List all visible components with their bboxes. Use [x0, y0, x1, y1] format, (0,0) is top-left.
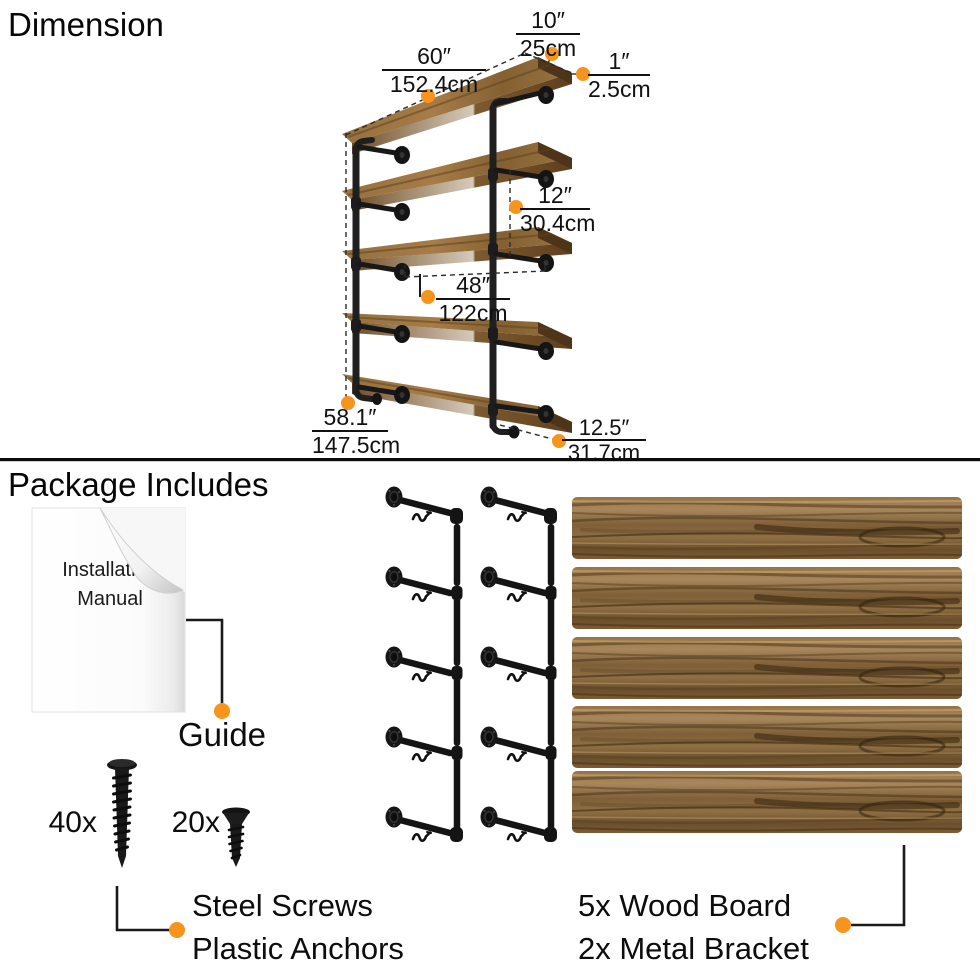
- dim-label-depth-top: 10″ 25cm: [516, 8, 580, 60]
- pipe-tee-icon: [351, 168, 498, 416]
- dim-label-height: 58.1″ 147.5cm: [312, 404, 401, 458]
- dim-thickness-cm: 2.5cm: [588, 76, 651, 102]
- flange-disc-icon: [372, 86, 554, 439]
- dim-label-width: 60″ 152.4cm: [382, 44, 486, 96]
- fraction-bar: [588, 74, 650, 76]
- fraction-bar: [436, 298, 510, 300]
- boards-connector: [835, 845, 906, 933]
- fraction-bar: [520, 208, 590, 210]
- package-title: Package Includes: [8, 466, 269, 503]
- dim-label-thickness: 1″ 2.5cm: [588, 48, 651, 102]
- dim-depth-bottom-in: 12.5″: [578, 415, 630, 440]
- screw-count-40x: 40x: [48, 806, 97, 839]
- dim-depth-top-cm: 25cm: [519, 35, 577, 61]
- shelf-arm-icon: [356, 90, 544, 415]
- guide-label: Guide: [177, 716, 267, 753]
- dim-bracket-span-in: 48″: [456, 272, 490, 298]
- dim-width-in: 60″: [417, 43, 451, 69]
- dim-label-depth-bottom: 12.5″ 31.7cm: [562, 415, 646, 465]
- fraction-bar: [382, 69, 486, 71]
- boards-label-line2: 2x Metal Bracket: [578, 931, 809, 966]
- screws-label-line1: Steel Screws: [192, 888, 373, 923]
- dim-shelf-gap-in: 12″: [538, 182, 572, 208]
- fraction-bar: [312, 430, 388, 432]
- screw-count-20x: 20x: [171, 806, 220, 839]
- shelf-diagram: [341, 47, 590, 448]
- fraction-bar: [562, 439, 646, 441]
- boards-label: 5x Wood Board 2x Metal Bracket: [578, 884, 809, 970]
- dim-width-cm: 152.4cm: [389, 71, 479, 97]
- manual-text-line2: Manual: [77, 588, 143, 610]
- section-divider: [0, 458, 980, 462]
- boards-label-line1: 5x Wood Board: [578, 888, 792, 923]
- dim-label-shelf-gap: 12″ 30.4cm: [520, 182, 596, 236]
- fraction-bar: [516, 33, 580, 35]
- pipe-bracket-icon: [352, 98, 512, 435]
- long-screw-icon: [107, 759, 137, 868]
- dim-depth-bottom-cm: 31.7cm: [567, 440, 641, 465]
- short-screw-icon: [222, 807, 250, 867]
- metal-bracket-icon: [384, 485, 557, 843]
- dim-label-bracket-span: 48″ 122cm: [436, 273, 510, 325]
- screws-connector: [115, 886, 185, 938]
- dim-thickness-in: 1″: [608, 48, 630, 74]
- dim-depth-top-in: 10″: [531, 7, 565, 33]
- dimension-dots: [341, 47, 590, 448]
- guide-connector: [186, 618, 230, 719]
- dim-shelf-gap-cm: 30.4cm: [520, 210, 596, 236]
- dim-height-cm: 147.5cm: [312, 432, 401, 458]
- dimension-title: Dimension: [8, 6, 164, 43]
- screws-label: Steel Screws Plastic Anchors: [192, 884, 404, 970]
- dim-height-in: 58.1″: [323, 404, 377, 430]
- dim-bracket-span-cm: 122cm: [438, 300, 508, 326]
- screws-label-line2: Plastic Anchors: [192, 931, 404, 966]
